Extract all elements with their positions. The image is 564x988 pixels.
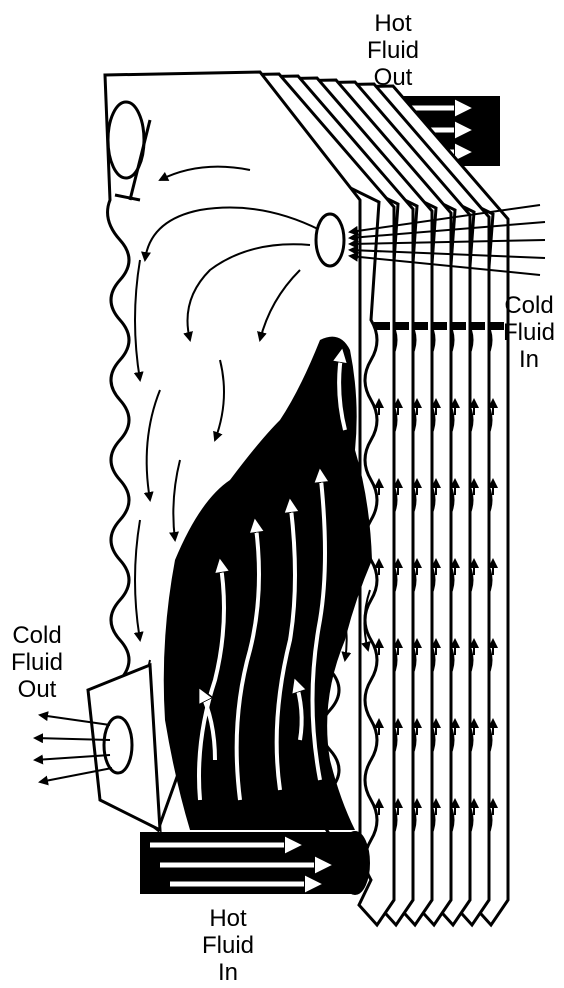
hot-in-line-3: In xyxy=(195,959,261,986)
hot-fluid-in-label: Hot Fluid In xyxy=(195,905,261,986)
hot-out-line-1: Hot xyxy=(360,10,426,37)
cold-in-line-1: Cold xyxy=(496,292,562,319)
cold-in-line-3: In xyxy=(496,346,562,373)
cold-out-line-2: Fluid xyxy=(4,649,70,676)
hot-in-line-2: Fluid xyxy=(195,932,261,959)
cold-fluid-in-label: Cold Fluid In xyxy=(496,292,562,373)
hot-out-line-2: Fluid xyxy=(360,37,426,64)
hot-in-line-1: Hot xyxy=(195,905,261,932)
hot-out-line-3: Out xyxy=(360,64,426,91)
gasket-1 xyxy=(374,322,390,330)
cold-fluid-out-label: Cold Fluid Out xyxy=(4,622,70,703)
hot-fluid-out-label: Hot Fluid Out xyxy=(360,10,426,91)
cold-out-line-1: Cold xyxy=(4,622,70,649)
cold-out-line-3: Out xyxy=(4,676,70,703)
cold-in-line-2: Fluid xyxy=(496,319,562,346)
hot-fluid-in-pipe xyxy=(140,832,369,894)
